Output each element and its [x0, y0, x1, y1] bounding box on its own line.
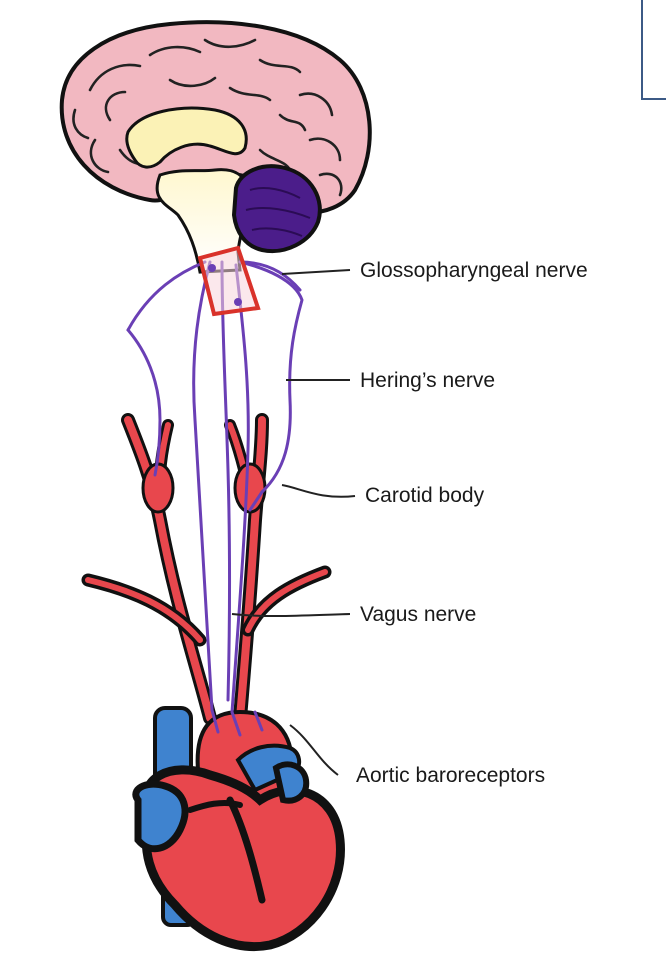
leader-vagus: [231, 613, 351, 618]
leader-glossopharyngeal: [281, 269, 351, 275]
glossopharyngeal-nerve-left: [126, 260, 207, 477]
leader-lines: [231, 269, 356, 776]
carotid-arteries: [81, 413, 332, 725]
vagus-nerve-right: [230, 263, 250, 714]
label-aortic-baroreceptors: Aortic baroreceptors: [356, 764, 546, 787]
brain: [59, 20, 372, 274]
label-vagus-nerve: Vagus nerve: [360, 603, 477, 626]
glossopharyngeal-nerve-right: [238, 260, 304, 494]
heart: [132, 706, 345, 952]
leader-aortic: [289, 724, 339, 776]
label-glossopharyngeal-nerve: Glossopharyngeal nerve: [360, 259, 588, 282]
corpus-callosum: [125, 106, 248, 169]
right-carotid-sinus: [233, 462, 267, 514]
vagus-nerve-left: [192, 260, 214, 712]
pulmonary-vein: [272, 761, 310, 804]
nerves: [126, 260, 304, 737]
label-carotid-body: Carotid body: [365, 484, 485, 507]
left-carotid-sinus: [141, 462, 175, 514]
leader-carotid-body: [281, 484, 356, 498]
label-herings-nerve: Hering’s nerve: [360, 369, 496, 392]
heart-body: [141, 765, 345, 952]
right-atrium: [132, 780, 189, 853]
cerebellum-folia: [245, 187, 311, 237]
medulla-highlight: [197, 245, 261, 317]
corner-frame: [641, 0, 666, 100]
